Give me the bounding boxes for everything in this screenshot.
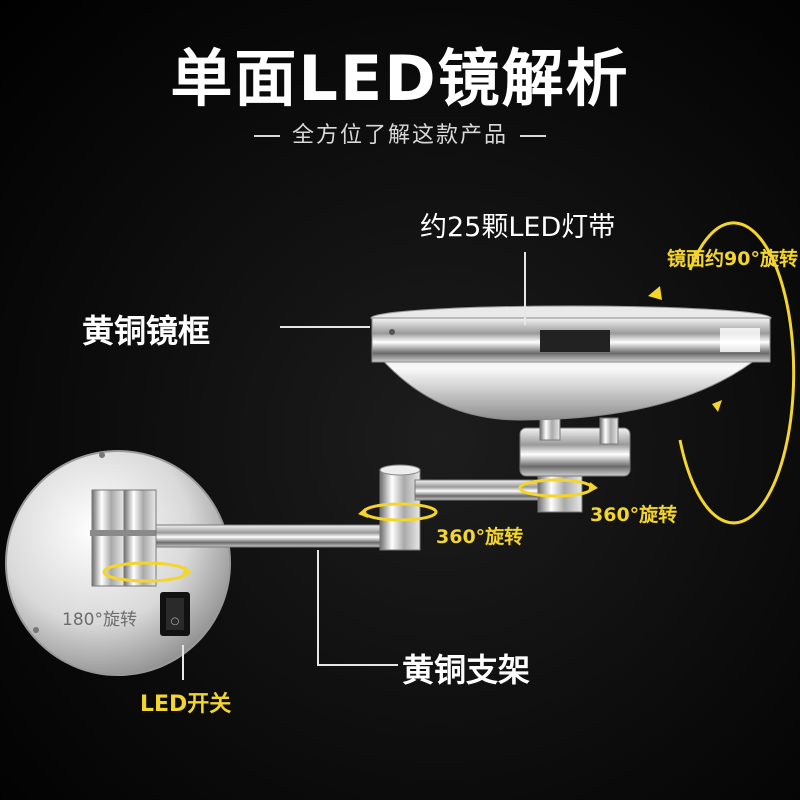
label-joint-rotation-right: 360°旋转 (590, 504, 678, 526)
divider (253, 135, 280, 137)
label-plate-rotation: 180°旋转 (62, 610, 137, 630)
mirror-head (370, 305, 772, 421)
label-brass-bracket: 黄铜支架 (402, 651, 531, 689)
label-mirror-rotation: 镜面约90°旋转 (667, 248, 798, 270)
label-led-switch: LED开关 (140, 692, 232, 717)
bracket-arm (155, 524, 397, 548)
label-joint-rotation-left: 360°旋转 (436, 526, 524, 548)
page-title: 单面LED镜解析 (170, 42, 630, 115)
elbow-joint (379, 464, 421, 551)
callout-lines (182, 252, 526, 680)
page-subtitle: 全方位了解这款产品 (0, 117, 800, 149)
label-led-strip: 约25颗LED灯带 (420, 212, 616, 243)
pivot-cylinder (90, 489, 158, 587)
label-brass-frame: 黄铜镜框 (82, 312, 211, 350)
subtitle-text: 全方位了解这款产品 (291, 123, 508, 148)
divider (520, 135, 546, 137)
svg-text:○: ○ (171, 616, 180, 627)
rotate-arrow-icon (678, 221, 796, 525)
